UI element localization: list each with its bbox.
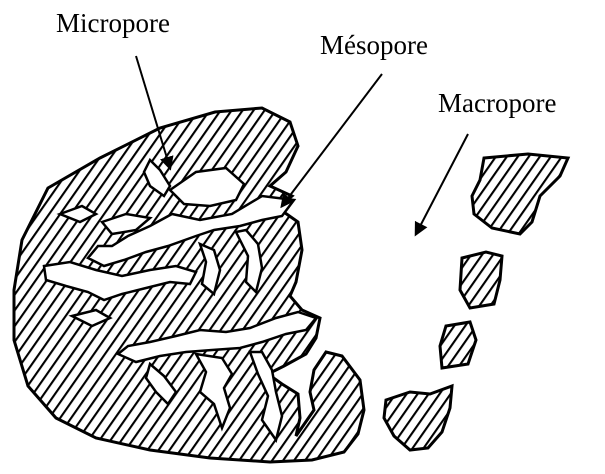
macropore-label: Macropore (438, 88, 556, 118)
fragment-middle-right (460, 252, 502, 308)
porous-grain (14, 108, 364, 462)
grain-fragments (384, 154, 568, 450)
fragment-top-right (472, 154, 568, 234)
macropore-pointer-arrow (416, 134, 468, 234)
mesopore-label: Mésopore (320, 30, 428, 60)
fragment-bottom (384, 386, 452, 450)
micropore-label: Micropore (56, 8, 170, 38)
fragment-lower-right (440, 322, 476, 368)
